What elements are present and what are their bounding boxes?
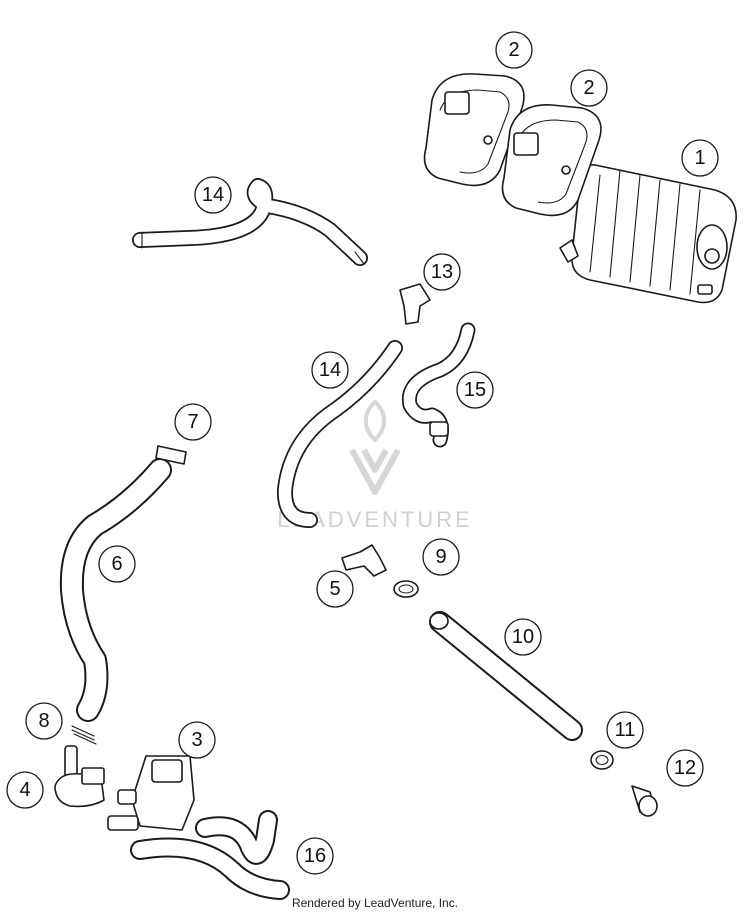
- callout-13: 13: [423, 253, 461, 291]
- callout-8: 8: [25, 702, 63, 740]
- callout-1-label: 1: [694, 147, 705, 169]
- callout-2a: 2: [495, 31, 533, 69]
- clamp-part-11: [590, 750, 614, 770]
- cap-part-12: [631, 785, 658, 817]
- callout-10: 10: [504, 618, 542, 656]
- callout-7: 7: [174, 403, 212, 441]
- hose-14-upper: [132, 178, 368, 266]
- callout-7-label: 7: [187, 411, 198, 433]
- hose-14-lower: [277, 340, 403, 528]
- fitting-part-5: [341, 544, 387, 577]
- strap-part-b: [501, 104, 602, 217]
- strap-part-a: [423, 73, 525, 187]
- callout-11-label: 11: [615, 719, 636, 741]
- clamp-part-9: [393, 580, 419, 598]
- callout-16-label: 16: [304, 845, 326, 867]
- hose-10: [429, 611, 583, 741]
- callout-14-upper: 14: [194, 176, 232, 214]
- callout-4-label: 4: [19, 779, 30, 801]
- hose-16: [130, 810, 290, 900]
- callout-6-label: 6: [111, 553, 122, 575]
- callout-13-label: 13: [431, 261, 453, 283]
- callout-2b-label: 2: [583, 77, 594, 99]
- watermark-logo-icon: [349, 400, 401, 495]
- callout-15: 15: [456, 371, 494, 409]
- callout-14-lower: 14: [311, 351, 349, 389]
- hose-6: [59, 458, 172, 722]
- callout-3-label: 3: [191, 729, 202, 751]
- callout-11: 11: [606, 711, 644, 749]
- callout-14-upper-label: 14: [202, 184, 224, 206]
- canister-part: [559, 163, 737, 304]
- callout-5: 5: [316, 570, 354, 608]
- callout-12: 12: [666, 749, 704, 787]
- callout-15-label: 15: [464, 379, 486, 401]
- callout-10-label: 10: [512, 626, 534, 648]
- callout-5-label: 5: [329, 578, 340, 600]
- purge-valve-part-3: [107, 755, 195, 831]
- callout-4: 4: [6, 771, 44, 809]
- callout-14-lower-label: 14: [319, 359, 341, 381]
- credit-text: Rendered by LeadVenture, Inc.: [292, 896, 458, 910]
- callout-12-label: 12: [674, 757, 696, 779]
- sleeve-part-7: [155, 445, 187, 465]
- callout-3: 3: [178, 721, 216, 759]
- callout-2a-label: 2: [508, 39, 519, 61]
- callout-9: 9: [422, 538, 460, 576]
- callout-16: 16: [296, 837, 334, 875]
- valve-part-4: [54, 745, 105, 808]
- callout-6: 6: [98, 545, 136, 583]
- spring-part-8: [71, 725, 97, 745]
- callout-2b: 2: [570, 69, 608, 107]
- hose-15: [401, 322, 476, 448]
- elbow-part-13: [399, 283, 431, 325]
- callout-9-label: 9: [435, 546, 446, 568]
- callout-1: 1: [681, 139, 719, 177]
- callout-8-label: 8: [38, 710, 49, 732]
